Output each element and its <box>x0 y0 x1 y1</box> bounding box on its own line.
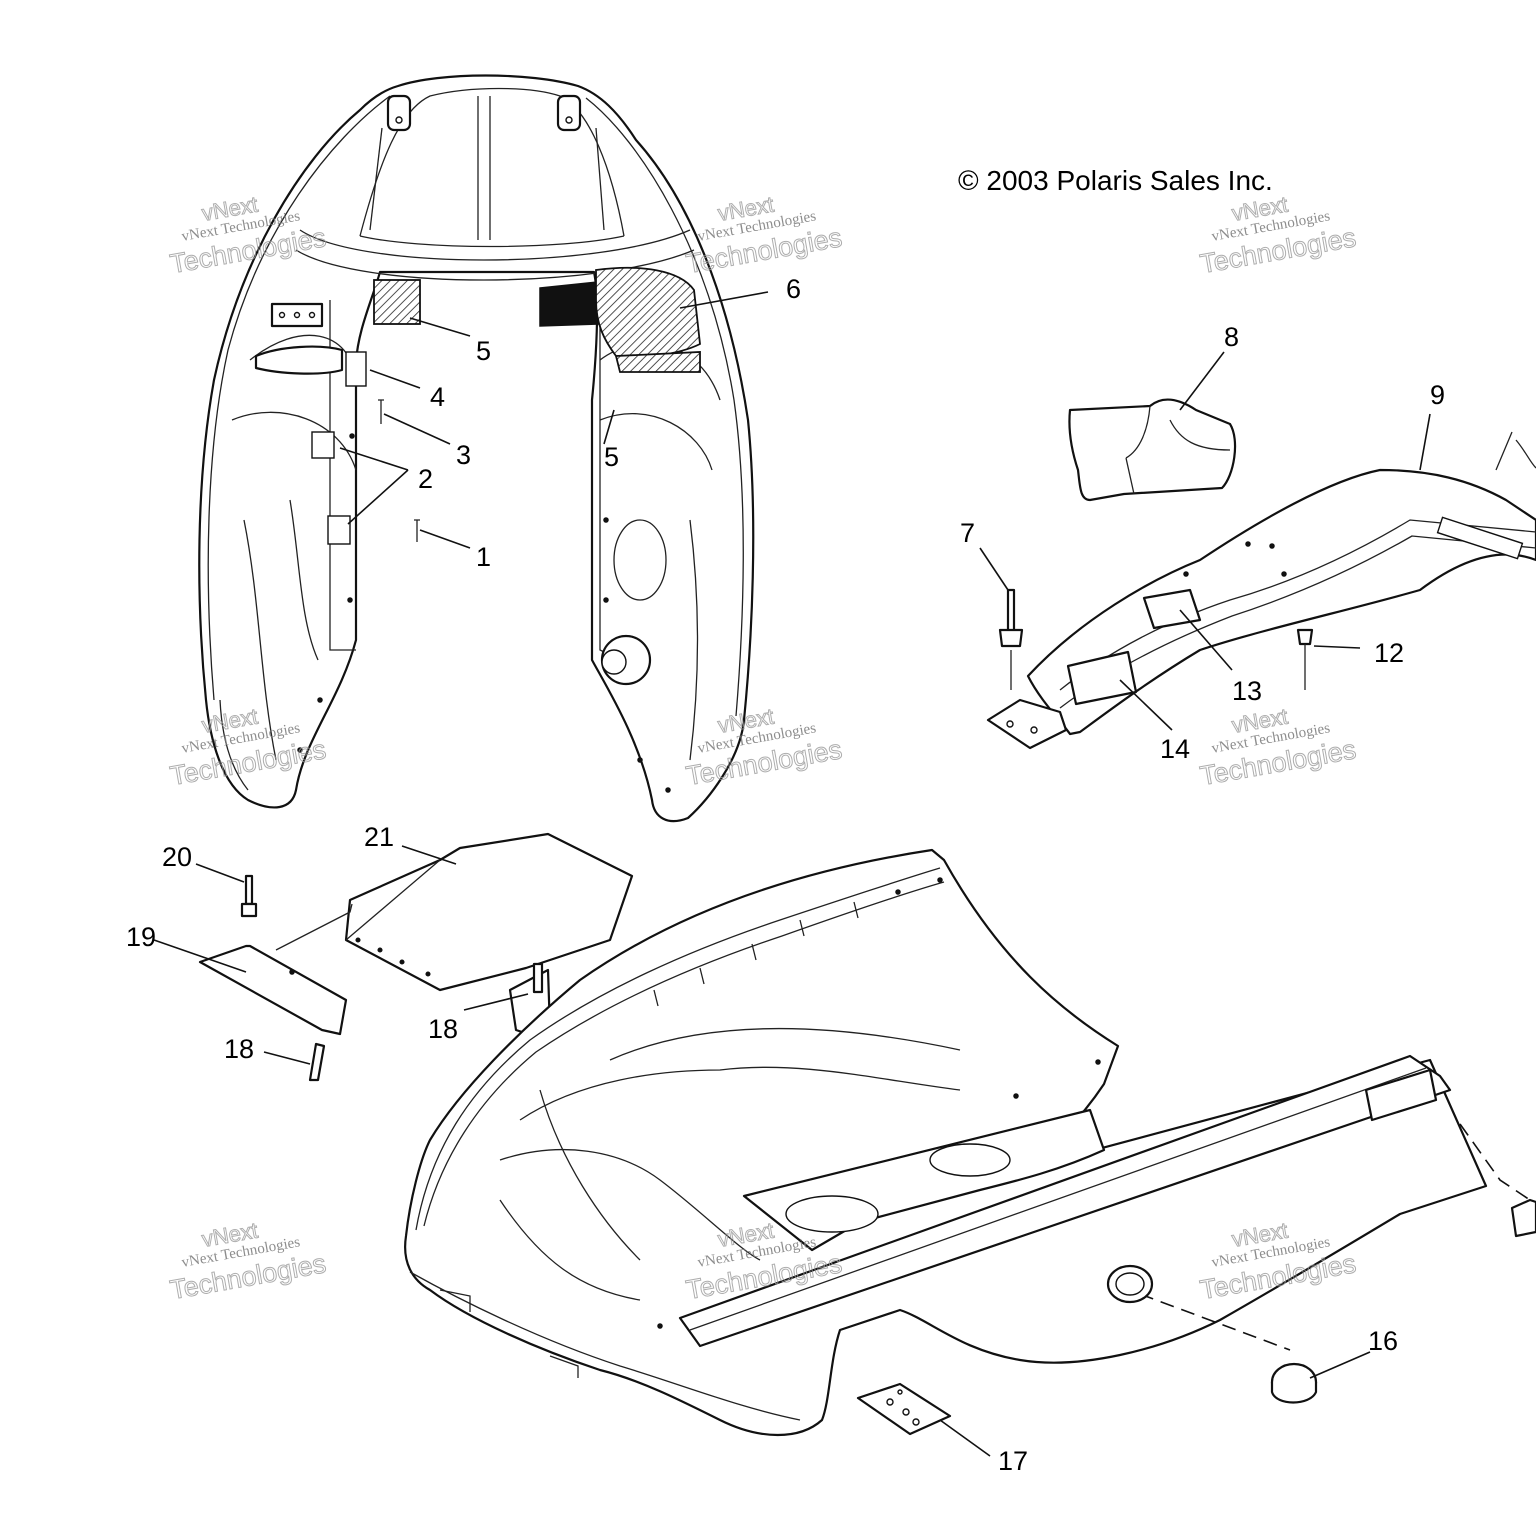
callout-8: 8 <box>1224 322 1239 352</box>
callout-3: 3 <box>456 440 471 470</box>
callout-14: 14 <box>1160 734 1190 764</box>
callout-18-lower: 18 <box>224 1034 254 1064</box>
callout-9: 9 <box>1430 380 1445 410</box>
watermark: vNext vNext Technologies Technologies <box>683 191 844 280</box>
plug-part-16 <box>1270 1362 1318 1404</box>
callout-5-right: 5 <box>604 442 619 472</box>
callout-18-upper: 18 <box>428 1014 458 1044</box>
leader-lines <box>153 291 1431 1457</box>
callout-numbers: 1 2 3 4 5 5 6 7 8 9 12 13 14 16 17 18 18… <box>126 274 1445 1476</box>
hood-front-view <box>404 848 1536 1436</box>
nose-pan-assembly <box>986 398 1536 750</box>
copyright-notice: © 2003 Polaris Sales Inc. <box>958 165 1273 196</box>
watermark: vNext vNext Technologies Technologies <box>167 1217 328 1306</box>
callout-7: 7 <box>960 518 975 548</box>
callout-12: 12 <box>1374 638 1404 668</box>
callout-1: 1 <box>476 542 491 572</box>
callout-17: 17 <box>998 1446 1028 1476</box>
callout-16: 16 <box>1368 1326 1398 1356</box>
watermark: vNext vNext Technologies Technologies <box>1197 703 1358 792</box>
callout-2: 2 <box>418 464 433 494</box>
plate-part-17 <box>856 1382 952 1436</box>
callout-6: 6 <box>786 274 801 304</box>
callout-5-left: 5 <box>476 336 491 366</box>
callout-19: 19 <box>126 922 156 952</box>
hood-rear-view <box>198 74 755 823</box>
callout-13: 13 <box>1232 676 1262 706</box>
callout-4: 4 <box>430 382 445 412</box>
callout-20: 20 <box>162 842 192 872</box>
callout-21: 21 <box>364 822 394 852</box>
